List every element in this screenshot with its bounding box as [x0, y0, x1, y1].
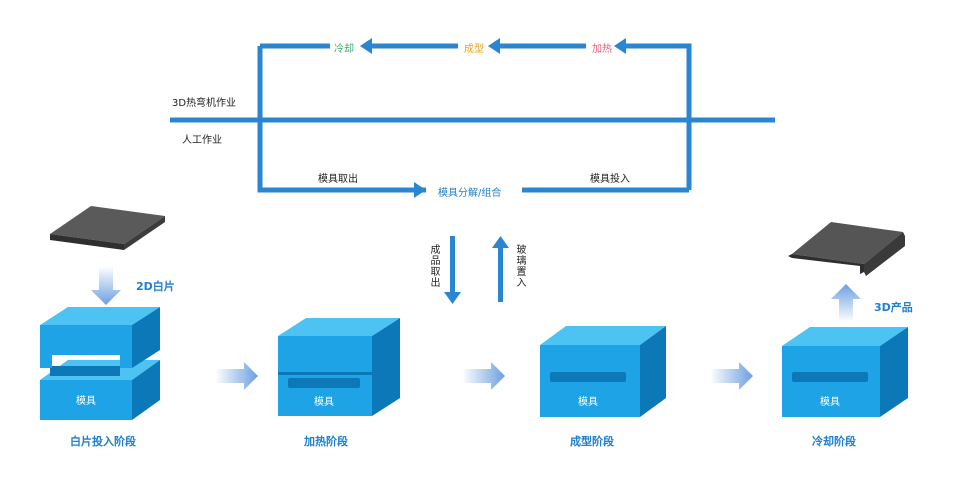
vertical-arrows — [444, 236, 509, 304]
stage-label-input: 白片投入阶段 — [70, 435, 136, 448]
sheet-2d-label: 2D白片 — [136, 280, 175, 293]
mold-label-4: 模具 — [820, 397, 840, 408]
stage-label-form: 成型阶段 — [570, 435, 614, 448]
arrow-to-cool — [360, 38, 372, 54]
loop-left-line — [257, 46, 426, 193]
form-label: 成型 — [464, 44, 484, 55]
glass-in-arrow-shaft — [498, 248, 503, 302]
heat-label: 加热 — [592, 44, 612, 55]
mold-label-1: 模具 — [76, 396, 96, 407]
sheet-2d — [50, 206, 165, 250]
mold-form — [540, 326, 666, 417]
product-3d — [788, 222, 905, 276]
arrow-to-split — [414, 182, 426, 198]
glass-in-arrowhead — [492, 236, 509, 248]
product-3d-label: 3D产品 — [874, 301, 913, 314]
mold-open — [40, 307, 160, 420]
product-out-label: 成品取出 — [428, 244, 439, 288]
cool-label: 冷却 — [334, 44, 354, 55]
mold-split-label: 模具分解/组合 — [438, 188, 502, 199]
machine-work-label: 3D热弯机作业 — [172, 98, 237, 109]
product-up-arrow — [831, 284, 861, 322]
flow-arrow-1 — [215, 362, 258, 390]
sheet-down-arrow — [91, 266, 121, 305]
mold-cool — [782, 327, 908, 417]
arrow-to-heat — [614, 38, 626, 54]
glass-in-label: 玻璃置入 — [514, 244, 525, 288]
mold-in-label: 模具投入 — [590, 174, 630, 185]
mold-label-2: 模具 — [314, 397, 334, 408]
stage-label-cool: 冷却阶段 — [812, 435, 856, 448]
mold-out-label: 模具取出 — [318, 174, 358, 185]
mold-heat — [278, 318, 400, 416]
stage-label-heat: 加热阶段 — [304, 435, 348, 448]
product-out-arrow-shaft — [450, 236, 455, 292]
process-loop — [170, 43, 775, 193]
manual-work-label: 人工作业 — [182, 135, 222, 146]
flow-arrow-3 — [710, 362, 753, 390]
mold-label-3: 模具 — [578, 397, 598, 408]
loop-arrowheads — [360, 38, 626, 198]
flow-arrow-2 — [462, 362, 505, 390]
arrow-to-form — [488, 38, 500, 54]
flow-arrows — [91, 266, 861, 390]
loop-top-right-line — [626, 43, 692, 190]
product-out-arrowhead — [444, 292, 461, 304]
